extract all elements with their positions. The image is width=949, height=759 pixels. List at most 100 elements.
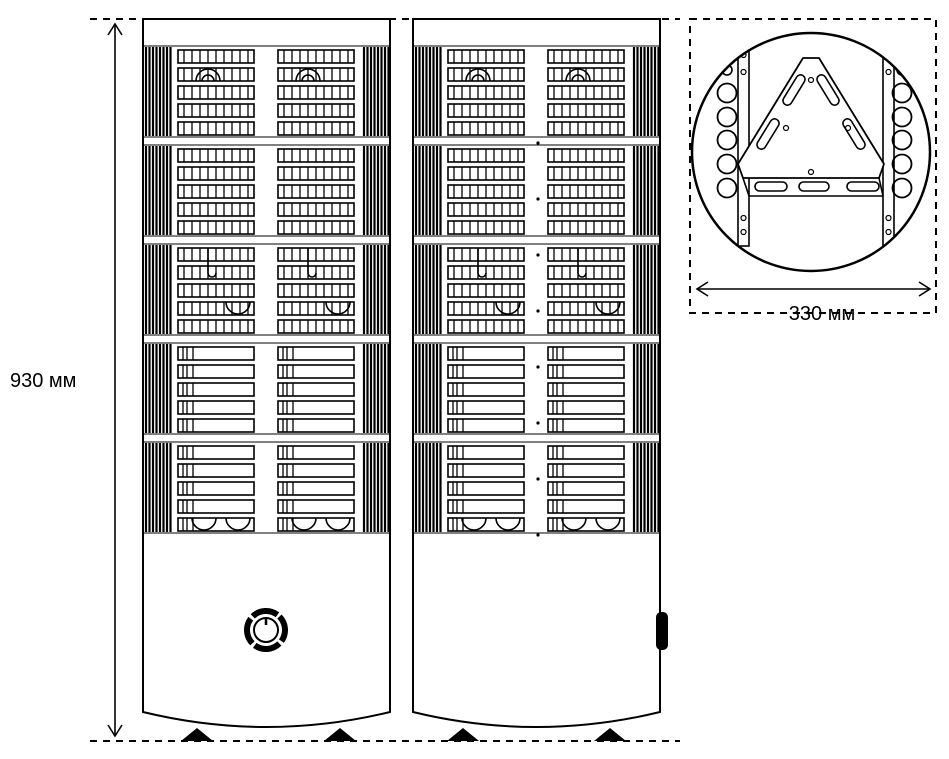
top-view-mounting-plate xyxy=(716,35,913,247)
wall-hole xyxy=(716,82,738,104)
grille-bar xyxy=(277,346,355,361)
grille-bar xyxy=(547,400,625,415)
heating-element-loop xyxy=(225,517,251,531)
foot-icon xyxy=(594,728,626,741)
plate-side-edge xyxy=(742,177,884,197)
side-control-knob-icon xyxy=(656,612,668,650)
heating-element-loop xyxy=(465,68,491,82)
grille-bar xyxy=(447,364,525,379)
heating-element-loop xyxy=(561,517,587,531)
strip-hole xyxy=(740,228,747,236)
grille-bar xyxy=(447,499,525,514)
grille-bar xyxy=(177,364,255,379)
strip-hole xyxy=(740,68,747,76)
grille-bar xyxy=(277,463,355,478)
wall-hole xyxy=(891,82,913,104)
rivet-dot xyxy=(536,253,540,257)
strip-hole xyxy=(885,51,892,59)
grille-bar xyxy=(177,481,255,496)
mounting-strip xyxy=(737,35,750,247)
grille-bar xyxy=(447,346,525,361)
wall-hole xyxy=(716,153,738,175)
heating-element-loop xyxy=(195,68,221,82)
wall-hole xyxy=(716,106,738,128)
grille-bar xyxy=(547,364,625,379)
rivet-dot xyxy=(536,477,540,481)
grille-bar xyxy=(547,463,625,478)
height-arrow-top-icon xyxy=(107,22,123,36)
grille-bar xyxy=(547,382,625,397)
strip-hole xyxy=(740,214,747,222)
foot-icon xyxy=(447,728,479,741)
grille-bar xyxy=(547,346,625,361)
grille-bar xyxy=(277,364,355,379)
mounting-slot xyxy=(816,74,840,106)
top-view-outline-circle xyxy=(690,31,932,273)
rivet-dot xyxy=(536,309,540,313)
plate-small-hole xyxy=(782,124,790,132)
mounting-slot xyxy=(846,181,880,192)
strip-hole xyxy=(885,228,892,236)
heating-element-loop xyxy=(325,517,351,531)
grille-bar xyxy=(447,463,525,478)
plate-small-hole xyxy=(807,76,815,84)
wall-hole xyxy=(891,177,913,199)
wall-hole xyxy=(716,177,738,199)
rivet-dot xyxy=(536,533,540,537)
mounting-slot xyxy=(782,74,806,106)
heating-element-loop xyxy=(307,248,317,278)
grille-bar xyxy=(277,481,355,496)
heater-body-outline xyxy=(142,18,391,728)
heating-element-loop xyxy=(571,74,585,82)
mounting-slot xyxy=(756,118,780,150)
grille-bar xyxy=(277,445,355,460)
heating-element-loop xyxy=(295,68,321,82)
grille-bar xyxy=(447,481,525,496)
top-view-dashed-frame xyxy=(689,18,937,314)
heater-body-outline xyxy=(412,18,661,728)
grille-bar xyxy=(547,481,625,496)
plate-small-hole xyxy=(844,124,852,132)
grille-bar xyxy=(277,400,355,415)
grille-bar xyxy=(447,418,525,433)
control-knob-ring-icon xyxy=(244,608,288,652)
grille-bar xyxy=(177,382,255,397)
mounting-slot xyxy=(798,181,830,192)
side-view-heater xyxy=(412,18,668,741)
heating-element-loop xyxy=(477,248,487,278)
mounting-slot xyxy=(842,118,866,150)
rivet-dot xyxy=(536,141,540,145)
heating-element-loop xyxy=(471,74,485,82)
heating-element-loop xyxy=(207,248,217,278)
wall-hole xyxy=(716,129,738,151)
heating-element-loop xyxy=(595,517,621,531)
wall-hole xyxy=(891,106,913,128)
heating-element-loop xyxy=(201,74,215,82)
heating-element-loop xyxy=(495,517,521,531)
heating-element-loop xyxy=(191,517,217,531)
grille-bar xyxy=(547,499,625,514)
heating-element-loop xyxy=(291,517,317,531)
grille-bar xyxy=(447,382,525,397)
heating-element-loop xyxy=(495,301,521,315)
strip-hole xyxy=(885,214,892,222)
width-dimension-label: 330 мм xyxy=(789,303,855,325)
strip-hole xyxy=(885,68,892,76)
grille-bar xyxy=(177,463,255,478)
grille-bar xyxy=(277,418,355,433)
heating-element-loop xyxy=(595,301,621,315)
width-arrow-left-icon xyxy=(695,281,709,297)
grille-bar xyxy=(177,346,255,361)
height-arrow-bottom-icon xyxy=(107,724,123,738)
height-dimension-label: 930 мм xyxy=(10,370,76,392)
triangle-plate xyxy=(737,57,885,179)
grille-bar xyxy=(547,445,625,460)
mounting-slot xyxy=(754,181,788,192)
rivet-dot xyxy=(536,421,540,425)
plate-small-hole xyxy=(807,168,815,176)
heating-element-loop xyxy=(325,301,351,315)
front-view-heater xyxy=(142,18,391,741)
foot-icon xyxy=(324,728,356,741)
wall-hole xyxy=(891,129,913,151)
